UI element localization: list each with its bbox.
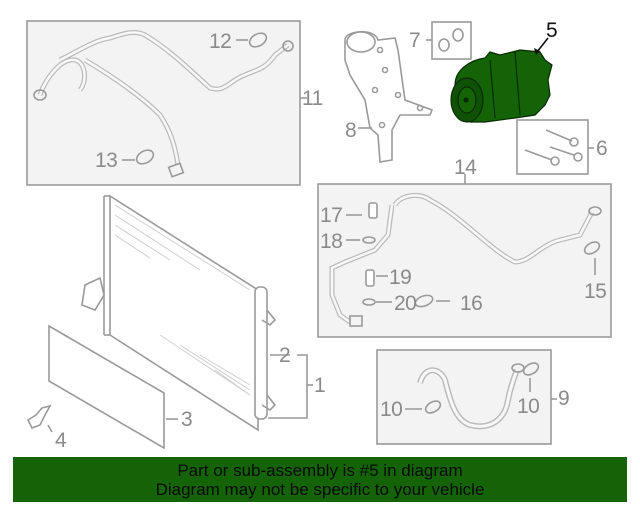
callout-8[interactable]: 8 [345, 119, 357, 142]
clip-4 [26, 404, 52, 430]
callout-10-left[interactable]: 10 [380, 398, 403, 421]
callout-14[interactable]: 14 [454, 156, 477, 179]
callout-17[interactable]: 17 [320, 204, 343, 227]
oring-18 [362, 236, 376, 244]
group-box-14 [317, 183, 612, 338]
callout-15[interactable]: 15 [584, 280, 607, 303]
callout-3[interactable]: 3 [181, 408, 193, 431]
banner-line-disclaimer: Diagram may not be specific to your vehi… [155, 480, 485, 499]
callout-19[interactable]: 19 [389, 266, 412, 289]
callout-20[interactable]: 20 [394, 292, 417, 315]
clip-13 [135, 149, 155, 165]
clip-15 [583, 241, 601, 255]
callout-16[interactable]: 16 [460, 292, 483, 315]
clip-10-right [522, 362, 540, 376]
callout-5[interactable]: 5 [546, 19, 558, 42]
callout-12[interactable]: 12 [209, 30, 232, 53]
clip-10-left [424, 400, 442, 414]
callout-1[interactable]: 1 [314, 374, 326, 397]
banner-line-part: Part or sub-assembly is #5 in diagram [177, 461, 463, 480]
callout-9[interactable]: 9 [558, 387, 570, 410]
group-box-7 [431, 21, 472, 60]
callout-11[interactable]: 11 [302, 87, 323, 110]
callout-7[interactable]: 7 [409, 29, 421, 52]
sensor-19 [365, 269, 375, 287]
air-guide-3 [48, 324, 165, 450]
receiver-drier-2 [254, 286, 268, 420]
info-banner: Part or sub-assembly is #5 in diagram Di… [13, 457, 627, 502]
callout-10-right[interactable]: 10 [517, 395, 540, 418]
callout-18[interactable]: 18 [320, 230, 343, 253]
compressor-5 [450, 49, 553, 123]
clip-16 [414, 294, 434, 308]
callout-13[interactable]: 13 [95, 149, 118, 172]
sensor-17 [368, 202, 378, 219]
callout-6[interactable]: 6 [596, 137, 608, 160]
clip-12 [248, 32, 268, 48]
oring-20 [362, 298, 376, 306]
callout-4[interactable]: 4 [55, 429, 67, 452]
arrow-5 [536, 37, 549, 53]
callout-2[interactable]: 2 [279, 344, 291, 367]
